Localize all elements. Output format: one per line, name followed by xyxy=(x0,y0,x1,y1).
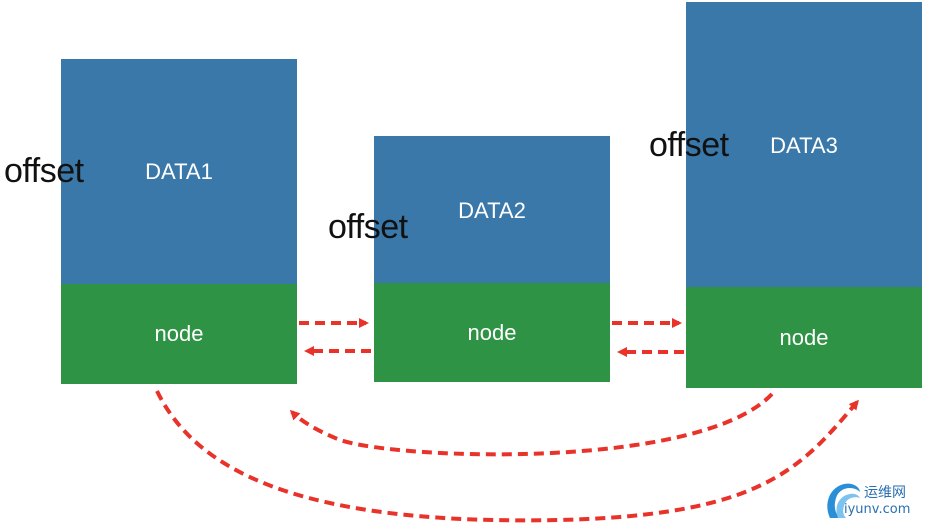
node-label-2: node xyxy=(467,319,517,345)
node-label-1: node xyxy=(154,321,204,346)
wave-logo-icon xyxy=(827,483,860,518)
arrow-curve-3-1 xyxy=(289,392,774,457)
node-label-3: node xyxy=(779,324,829,350)
offset-label-1: offset xyxy=(4,152,84,190)
node-region-3: node xyxy=(686,287,922,388)
memory-block-3: DATA3 node xyxy=(686,2,922,388)
offset-label-2: offset xyxy=(328,208,408,246)
node-region-2: node xyxy=(374,283,610,382)
data-label-1: DATA1 xyxy=(145,159,213,184)
data-label-3: DATA3 xyxy=(770,133,838,158)
data-region-3: DATA3 xyxy=(686,2,922,287)
watermark-top-text: 运维网 xyxy=(864,485,906,501)
memory-block-2: DATA2 node xyxy=(374,136,610,382)
node-region-1: node xyxy=(61,284,297,384)
offset-label-3: offset xyxy=(649,126,729,164)
data-region-1: DATA1 xyxy=(61,59,297,284)
watermark-bottom-text: iyunv.com xyxy=(844,502,911,517)
memory-block-1: DATA1 node xyxy=(61,59,297,384)
watermark: 运维网 iyunv.com xyxy=(822,478,926,522)
data-label-2: DATA2 xyxy=(458,198,526,223)
data-region-2: DATA2 xyxy=(374,136,610,283)
arrow-curve-1-3 xyxy=(155,390,859,523)
